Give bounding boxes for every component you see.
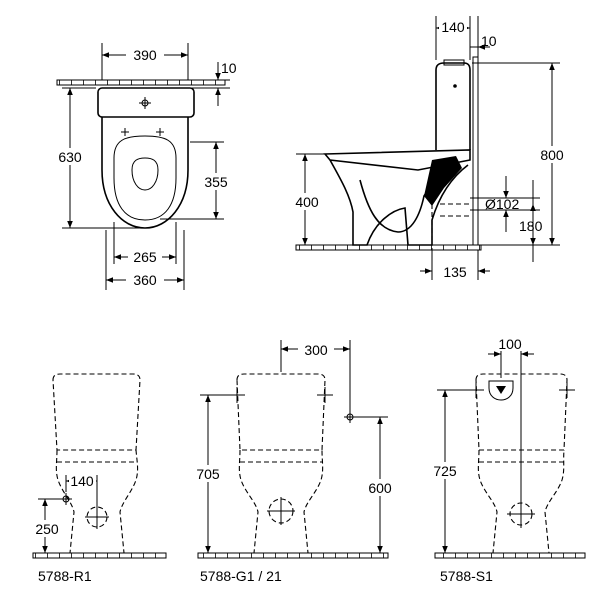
dim-depth: 630 xyxy=(58,149,82,165)
floor-strip xyxy=(434,552,586,559)
flush-button-icon xyxy=(139,97,151,109)
dim-tank-depth: 140 xyxy=(441,19,465,35)
caption-r1: 5788-R1 xyxy=(38,568,92,584)
caption-g1: 5788-G1 / 21 xyxy=(200,568,282,584)
dim-seat-depth: 355 xyxy=(204,174,228,190)
floor-strip xyxy=(32,552,167,559)
dim-g1-height: 705 xyxy=(196,466,220,482)
dim-outlet-diameter: Ø102 xyxy=(485,196,519,212)
flush-connection-icon xyxy=(488,380,514,401)
tank-front xyxy=(236,373,326,451)
dim-g1-outlet-height: 600 xyxy=(368,480,392,496)
variant-s1: 100 725 5788-S1 xyxy=(428,336,586,584)
outlet-center-icon xyxy=(344,411,356,423)
bowl-outline xyxy=(101,117,189,229)
dim-seat-height: 400 xyxy=(295,194,319,210)
dim-base-width: 360 xyxy=(133,272,157,288)
floor-strip xyxy=(295,244,482,251)
dim-g1-offset: 300 xyxy=(304,342,328,358)
fixing-point-icon xyxy=(121,128,164,136)
bowl-side xyxy=(329,159,469,246)
side-view: 140 10 800 400 Ø102 180 135 xyxy=(292,16,569,280)
outlet-mark-icon xyxy=(267,497,295,525)
dim-s1-height: 725 xyxy=(433,463,457,479)
fixing-mark-icon xyxy=(229,387,333,403)
dim-r1-offset: 140 xyxy=(70,473,94,489)
trap-fill xyxy=(424,156,462,206)
outlet-mark-icon xyxy=(85,505,109,529)
dim-top-offset: 10 xyxy=(221,60,237,76)
tank-front xyxy=(52,373,141,451)
wall xyxy=(472,56,479,246)
dim-s1-offset: 100 xyxy=(498,336,522,352)
dim-outlet-offset: 135 xyxy=(443,264,467,280)
floor-strip xyxy=(197,552,389,559)
tank-side xyxy=(435,62,471,150)
wall-strip xyxy=(56,79,226,86)
outlet-mark-icon xyxy=(507,500,535,528)
flush-button xyxy=(443,59,465,66)
variant-r1: 140 250 5788-R1 xyxy=(32,373,167,584)
top-view: 390 10 630 355 265 360 xyxy=(54,43,237,290)
caption-s1: 5788-S1 xyxy=(440,568,493,584)
dim-overall-height: 800 xyxy=(540,147,564,163)
variant-g1: 300 705 600 5788-G1 / 21 xyxy=(191,340,397,584)
trap-side xyxy=(359,171,441,233)
dim-gap: 10 xyxy=(481,33,497,49)
tank-front xyxy=(475,373,568,451)
tank-top xyxy=(97,87,195,118)
dim-r1-height: 250 xyxy=(35,521,59,537)
bowl-opening xyxy=(131,157,159,191)
dim-outlet-height: 180 xyxy=(519,218,543,234)
seat-outline xyxy=(113,135,177,221)
fixing-mark-icon xyxy=(468,382,575,398)
dim-top-width: 390 xyxy=(133,47,157,63)
dim-inner-width: 265 xyxy=(133,249,157,265)
